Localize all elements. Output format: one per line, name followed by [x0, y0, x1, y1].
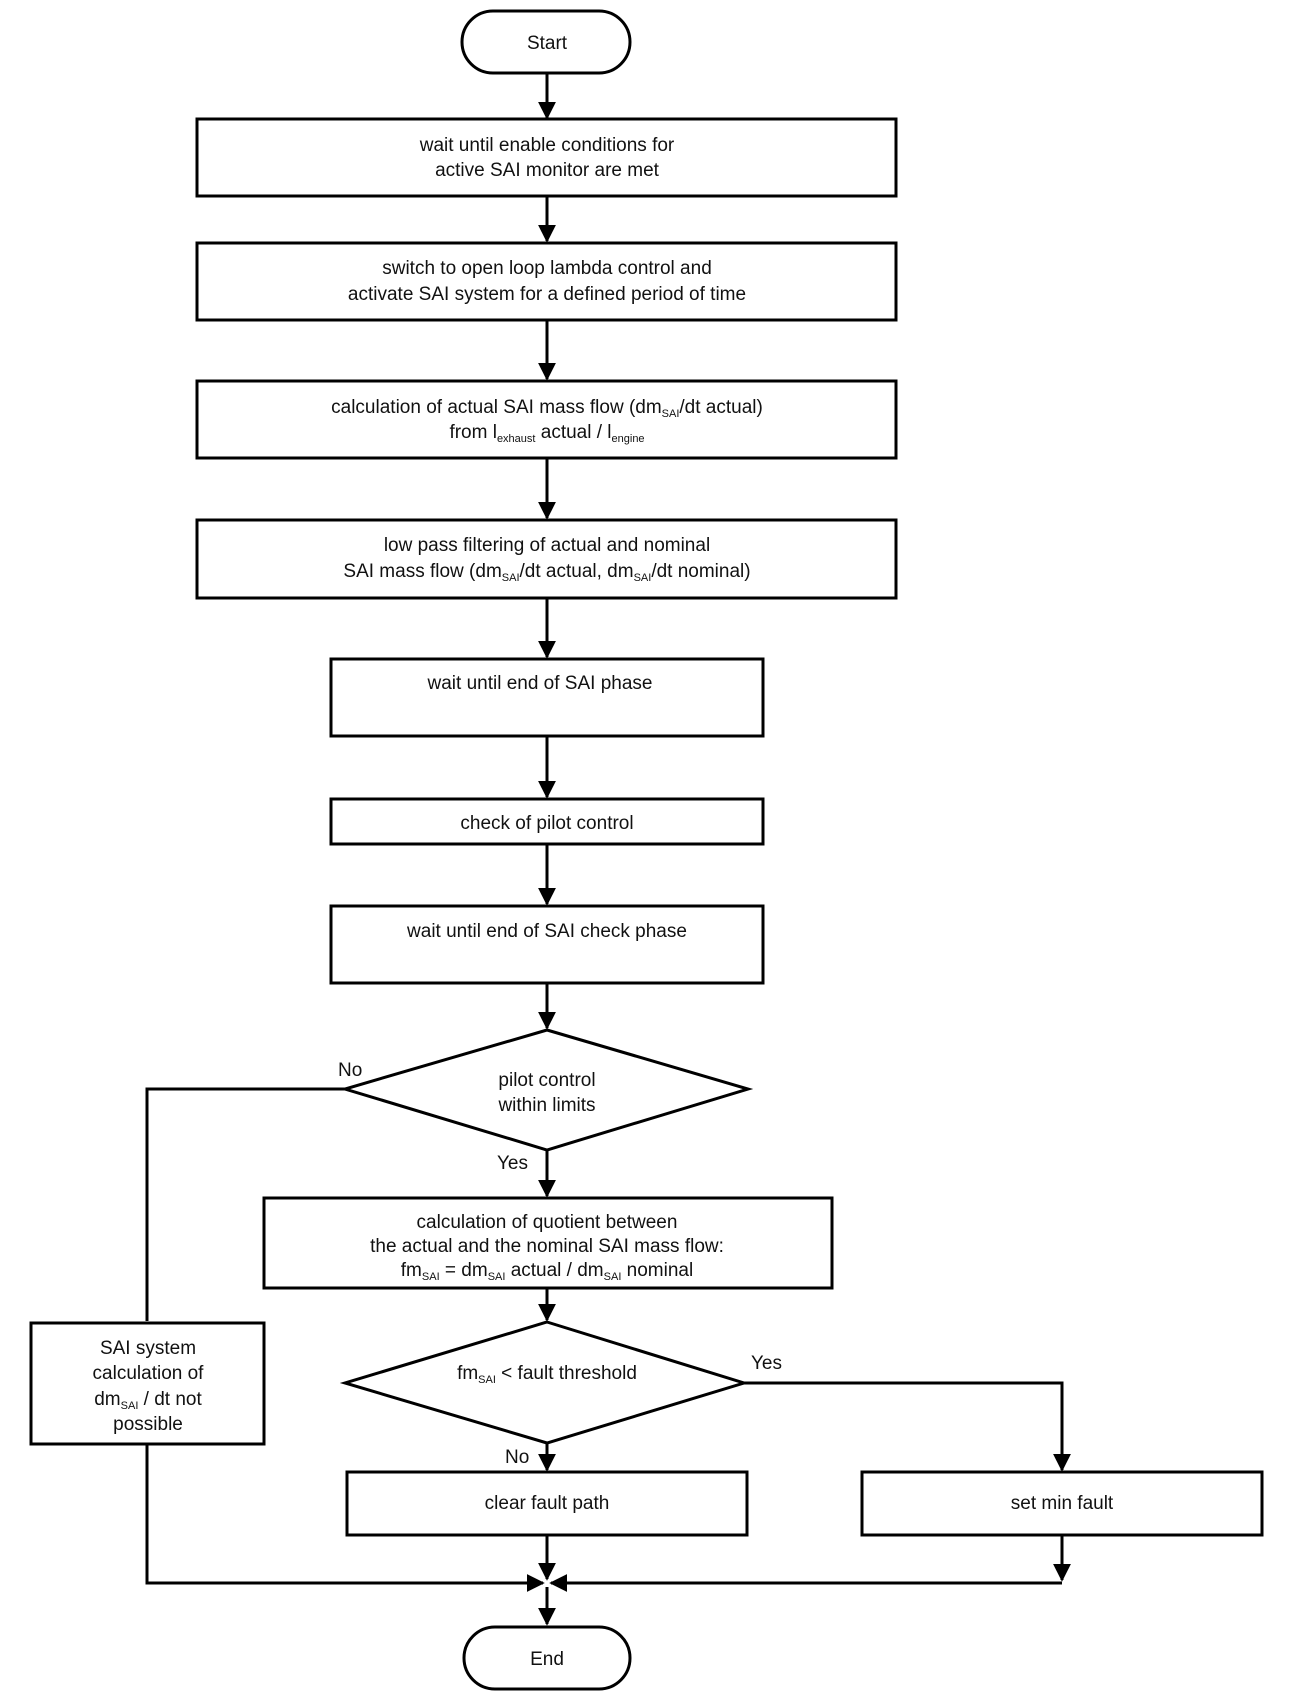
calc-actual-box: calculation of actual SAI mass flow (dmS… — [195, 379, 898, 460]
wait-check-box: wait until end of SAI check phase — [329, 904, 765, 985]
quotient-line2: the actual and the nominal SAI mass flow… — [370, 1236, 724, 1257]
quotient-line1: calculation of quotient between — [417, 1212, 678, 1233]
pilot-no-label: No — [338, 1060, 362, 1081]
edge-notpossible-to-merge — [145, 1444, 545, 1592]
end-label: End — [530, 1649, 564, 1670]
low-pass-line1: low pass filtering of actual and nominal — [384, 535, 710, 556]
not-possible-line3: dmSAI / dt not — [94, 1389, 202, 1412]
not-possible-box: SAI system calculation of dmSAI / dt not… — [29, 1321, 266, 1446]
pilot-decision-line1: pilot control — [498, 1070, 595, 1091]
start-node: Start — [460, 9, 632, 75]
low-pass-box: low pass filtering of actual and nominal… — [195, 518, 898, 600]
wait-check-label: wait until end of SAI check phase — [406, 921, 687, 942]
edge-pilot-no — [145, 1087, 345, 1321]
pilot-yes-label: Yes — [497, 1153, 528, 1174]
low-pass-line2: SAI mass flow (dmSAI/dt actual, dmSAI/dt… — [343, 561, 750, 584]
not-possible-line4: possible — [113, 1414, 183, 1435]
wait-phase-label: wait until end of SAI phase — [427, 673, 653, 694]
fault-yes-label: Yes — [751, 1353, 782, 1374]
fault-decision-diamond: fmSAI < fault threshold — [339, 1320, 750, 1445]
not-possible-line2: calculation of — [93, 1363, 205, 1384]
clear-fault-label: clear fault path — [485, 1493, 610, 1514]
wait-enable-box: wait until enable conditions for active … — [195, 117, 898, 198]
connectors — [145, 73, 1071, 1626]
wait-enable-line2: active SAI monitor are met — [435, 160, 660, 181]
check-pilot-label: check of pilot control — [460, 813, 633, 834]
open-loop-line1: switch to open loop lambda control and — [382, 258, 712, 279]
fault-decision-label: fmSAI < fault threshold — [457, 1363, 637, 1386]
calc-actual-line1: calculation of actual SAI mass flow (dmS… — [331, 397, 763, 420]
set-min-fault-label: set min fault — [1011, 1493, 1114, 1514]
end-node: End — [462, 1625, 632, 1691]
pilot-decision-diamond: pilot control within limits — [339, 1028, 754, 1152]
fault-no-label: No — [505, 1447, 529, 1468]
quotient-box: calculation of quotient between the actu… — [262, 1196, 834, 1290]
not-possible-line1: SAI system — [100, 1338, 196, 1359]
clear-fault-box: clear fault path — [345, 1470, 749, 1537]
open-loop-line2: activate SAI system for a defined period… — [348, 284, 746, 305]
pilot-decision-line2: within limits — [497, 1095, 595, 1116]
calc-actual-line2: from lexhaust actual / lengine — [449, 422, 644, 445]
quotient-line3: fmSAI = dmSAI actual / dmSAI nominal — [401, 1260, 693, 1283]
set-min-fault-box: set min fault — [860, 1470, 1264, 1537]
wait-phase-box: wait until end of SAI phase — [329, 657, 765, 738]
check-pilot-box: check of pilot control — [329, 797, 765, 846]
wait-enable-line1: wait until enable conditions for — [419, 135, 675, 156]
start-label: Start — [527, 33, 568, 54]
open-loop-box: switch to open loop lambda control and a… — [195, 241, 898, 322]
edge-fault-yes — [744, 1381, 1071, 1472]
